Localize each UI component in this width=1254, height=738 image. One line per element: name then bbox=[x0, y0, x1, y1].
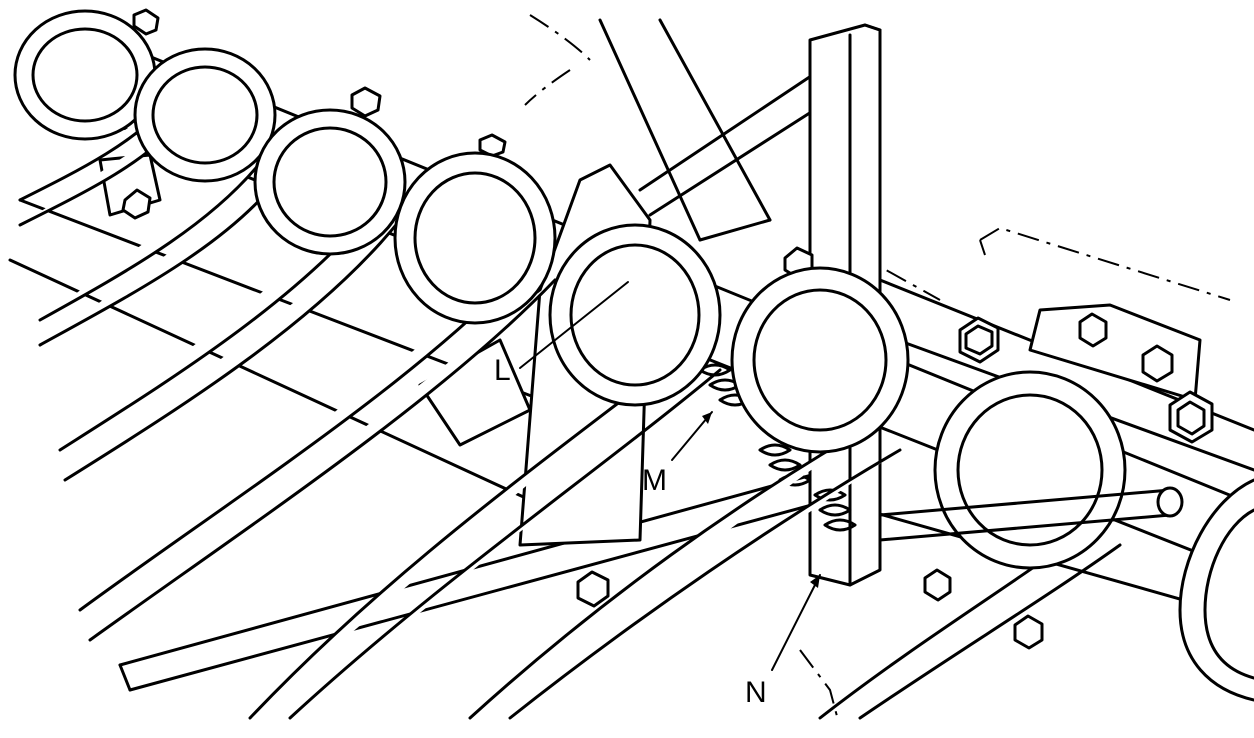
callout-label-n: N bbox=[745, 676, 767, 709]
hex-nut bbox=[576, 570, 610, 608]
phantom-outline-lines bbox=[524, 14, 1231, 721]
inclined-support-arm bbox=[598, 18, 832, 242]
callout-label-m: M bbox=[642, 464, 667, 497]
tine bbox=[248, 223, 722, 720]
tines bbox=[13, 9, 1254, 720]
hex-nut bbox=[923, 568, 952, 602]
tine-partial bbox=[1178, 478, 1254, 702]
leader-line-n bbox=[771, 574, 821, 671]
hex-nut bbox=[1078, 312, 1108, 348]
callout-label-l: L bbox=[494, 354, 511, 387]
tine bbox=[468, 266, 910, 720]
hex-nut bbox=[1168, 390, 1214, 444]
arrowhead-m bbox=[702, 412, 712, 424]
callout-leaders bbox=[519, 281, 821, 671]
tine bbox=[818, 370, 1127, 720]
tine bbox=[38, 47, 287, 347]
hex-nut bbox=[478, 133, 507, 158]
tine bbox=[78, 151, 557, 642]
callout-labels: L M N bbox=[494, 354, 767, 709]
arrowhead-n bbox=[810, 575, 820, 588]
hex-nut bbox=[132, 8, 160, 36]
hex-nut bbox=[1013, 614, 1044, 650]
leader-line-l bbox=[519, 281, 629, 369]
hex-nut bbox=[958, 316, 1000, 364]
axle-shaft bbox=[878, 486, 1184, 542]
hex-nut bbox=[121, 188, 152, 220]
tine bbox=[58, 108, 407, 482]
tine bbox=[13, 9, 182, 227]
hex-nut bbox=[1141, 344, 1174, 383]
hex-nut bbox=[350, 86, 382, 118]
